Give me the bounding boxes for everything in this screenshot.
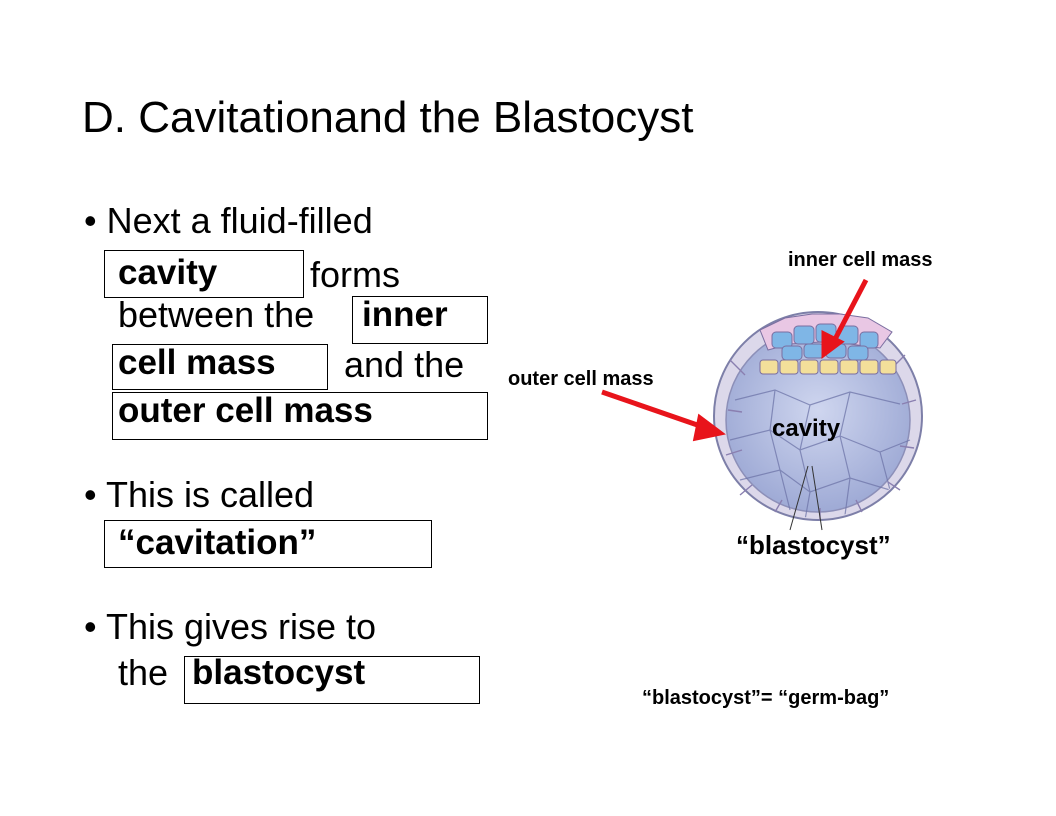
answer-box-outer-cell-mass — [112, 392, 488, 440]
bullet-1-text: • Next a fluid-filled — [84, 200, 373, 241]
answer-box-inner — [352, 296, 488, 344]
arrow-outer-cell-mass — [601, 389, 707, 431]
answer-outer-cell-mass: outer cell mass — [118, 391, 373, 430]
caption-germ-bag: “blastocyst”= “germ-bag” — [642, 687, 890, 709]
label-outer-cell-mass: outer cell mass — [508, 368, 654, 390]
answer-inner: inner — [362, 295, 448, 334]
text-the: the — [118, 652, 169, 693]
answer-box-blastocyst — [184, 656, 480, 704]
answer-cavitation: “cavitation” — [118, 523, 317, 562]
answer-box-cavitation — [104, 520, 432, 568]
answer-cavity: cavity — [118, 253, 218, 292]
label-inner-cell-mass: inner cell mass — [788, 249, 933, 271]
text-between-the: between the — [118, 294, 315, 335]
label-blastocyst: “blastocyst” — [736, 530, 891, 560]
inner-cell-mass — [759, 313, 897, 375]
text-and-the: and the — [344, 344, 465, 385]
answer-box-cell-mass — [112, 344, 328, 390]
blastocyst-pointer-lines — [789, 465, 823, 531]
text-forms: forms — [310, 254, 400, 295]
cavity-cell-outlines — [729, 389, 911, 518]
arrow-head-inner — [821, 329, 845, 359]
bullet-2-text: • This is called — [84, 474, 315, 515]
slide-title: D. Cavitationand the Blastocyst — [82, 93, 694, 142]
answer-box-cavity — [104, 250, 304, 298]
answer-blastocyst: blastocyst — [192, 653, 366, 692]
arrows — [601, 278, 869, 442]
trophoblast-cells — [725, 354, 917, 520]
answer-cell-mass: cell mass — [118, 343, 276, 382]
bullet-3-text: • This gives rise to — [84, 606, 377, 647]
arrow-head-outer — [692, 413, 726, 442]
arrow-inner-cell-mass — [829, 278, 869, 347]
label-cavity: cavity — [772, 415, 841, 442]
